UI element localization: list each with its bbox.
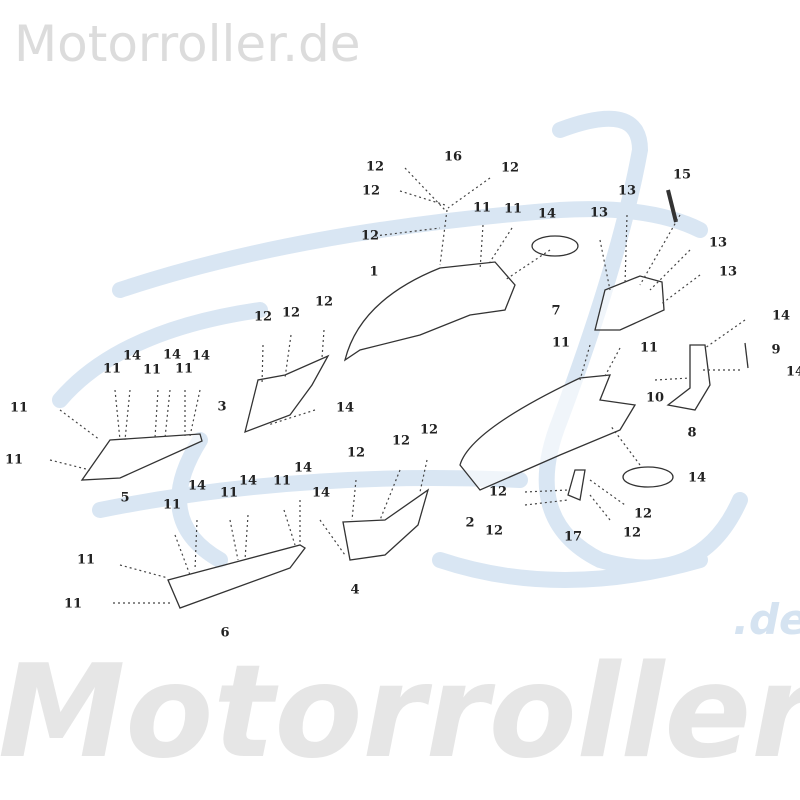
callout-label: 12 [346, 445, 366, 461]
part-8-bracket [666, 344, 711, 411]
callout-label: 12 [365, 159, 385, 175]
callout-label: 14 [162, 347, 182, 363]
callout-label: 3 [217, 399, 227, 415]
callout-label: 11 [174, 361, 194, 377]
callout-label: 2 [465, 515, 475, 531]
callout-label: 16 [443, 149, 463, 165]
part-9-pin [744, 342, 749, 369]
screw-group-14b [622, 466, 674, 488]
callout-label: 12 [488, 484, 508, 500]
callout-label: 9 [771, 342, 781, 358]
callout-label: 12 [281, 305, 301, 321]
callout-label: 12 [314, 294, 334, 310]
part-1-front-cover [343, 261, 516, 362]
part-2-side-cover [459, 374, 637, 491]
part-6-panel [167, 544, 306, 609]
callout-label: 11 [639, 340, 659, 356]
screw-group-14a [531, 235, 579, 257]
callout-label: 11 [272, 473, 292, 489]
callout-label: 14 [122, 348, 142, 364]
callout-label: 14 [293, 460, 313, 476]
part-3-panel [244, 354, 330, 434]
callout-label: 14 [537, 206, 557, 222]
callout-label: 6 [220, 625, 230, 641]
callout-label: 14 [191, 348, 211, 364]
callout-label: 12 [484, 523, 504, 539]
watermark-bottom: Motorroller [0, 638, 800, 787]
watermark-suffix: .de [733, 595, 800, 644]
callout-label: 13 [708, 235, 728, 251]
callout-label: 12 [253, 309, 273, 325]
callout-label: 13 [589, 205, 609, 221]
part-5-panel [80, 433, 203, 481]
callout-label: 12 [419, 422, 439, 438]
callout-label: 13 [718, 264, 738, 280]
callout-label: 11 [9, 400, 29, 416]
callout-label: 12 [500, 160, 520, 176]
callout-label: 15 [672, 167, 692, 183]
callout-label: 8 [687, 425, 697, 441]
callout-label: 12 [360, 228, 380, 244]
callout-label: 11 [76, 552, 96, 568]
callout-label: 1 [369, 264, 379, 280]
part-17-bracket [567, 469, 586, 501]
callout-label: 14 [687, 470, 707, 486]
callout-label: 12 [391, 433, 411, 449]
callout-label: 14 [335, 400, 355, 416]
callout-label: 12 [622, 525, 642, 541]
callout-label: 14 [187, 478, 207, 494]
callout-label: 13 [617, 183, 637, 199]
watermark-top: Motorroller.de [14, 15, 361, 73]
callout-label: 11 [4, 452, 24, 468]
callout-label: 7 [551, 303, 561, 319]
callout-label: 17 [563, 529, 583, 545]
callout-label: 4 [350, 582, 360, 598]
callout-label: 11 [551, 335, 571, 351]
callout-label: 5 [120, 490, 130, 506]
callout-label: 11 [102, 361, 122, 377]
callout-label: 11 [63, 596, 83, 612]
callout-label: 10 [645, 390, 665, 406]
callout-label: 14 [311, 485, 331, 501]
callout-label: 11 [162, 497, 182, 513]
callout-label: 11 [142, 362, 162, 378]
part-4-panel [342, 488, 430, 561]
callout-label: 14 [238, 473, 258, 489]
callout-label: 11 [472, 200, 492, 216]
callout-label: 12 [633, 506, 653, 522]
callout-label: 14 [771, 308, 791, 324]
callout-label: 11 [219, 485, 239, 501]
callout-label: 12 [361, 183, 381, 199]
callout-label: 14 [785, 364, 800, 380]
callout-label: 11 [503, 201, 523, 217]
part-7-bracket [594, 275, 665, 331]
screw-15 [666, 189, 678, 223]
